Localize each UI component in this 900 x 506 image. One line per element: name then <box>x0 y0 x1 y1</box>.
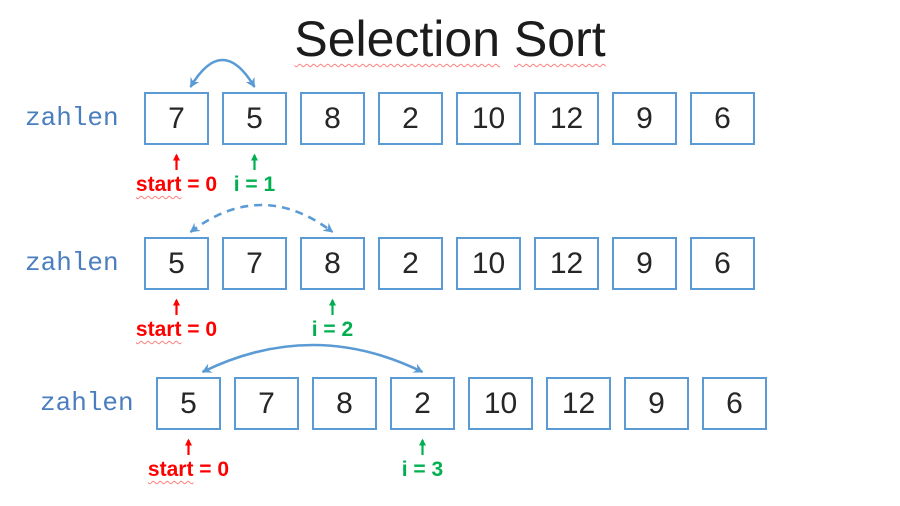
array-cell: 5 <box>222 92 287 145</box>
cell-value: 2 <box>414 386 431 420</box>
cell-value: 10 <box>471 101 506 135</box>
cell-value: 7 <box>246 246 263 280</box>
start-rest: = 0 <box>181 318 218 341</box>
array-cell: 8 <box>300 92 365 145</box>
cell-value: 7 <box>258 386 275 420</box>
array-cell: 7 <box>222 237 287 290</box>
array-cell: 5 <box>156 377 221 430</box>
array-cell: 6 <box>690 92 755 145</box>
cell-value: 5 <box>180 386 197 420</box>
page-title: Selection Sort <box>0 12 900 67</box>
cell-value: 2 <box>402 246 419 280</box>
array-name-label: zahlen <box>40 388 134 418</box>
start-index-label: start = 0 <box>99 458 279 482</box>
cell-value: 9 <box>648 386 665 420</box>
array-cell: 7 <box>144 92 209 145</box>
array-cell: 9 <box>612 237 677 290</box>
array-cell: 10 <box>456 237 521 290</box>
array-cell: 2 <box>378 237 443 290</box>
cell-value: 6 <box>714 101 731 135</box>
array-cell: 2 <box>390 377 455 430</box>
title-word: Selection <box>294 11 501 67</box>
start-rest: = 0 <box>193 458 230 481</box>
array-cell: 9 <box>624 377 689 430</box>
array-cell: 6 <box>690 237 755 290</box>
array-cell: 5 <box>144 237 209 290</box>
cell-value: 6 <box>726 386 743 420</box>
start-rest: = 0 <box>181 173 218 196</box>
array-cell: 9 <box>612 92 677 145</box>
array-cell: 6 <box>702 377 767 430</box>
array-cell: 7 <box>234 377 299 430</box>
array-name-label: zahlen <box>25 103 119 133</box>
array-cell: 10 <box>456 92 521 145</box>
cell-value: 10 <box>471 246 506 280</box>
cell-value: 12 <box>549 101 584 135</box>
cell-value: 8 <box>324 246 341 280</box>
cell-value: 9 <box>636 246 653 280</box>
array-cell: 10 <box>468 377 533 430</box>
start-word: start <box>135 173 182 196</box>
array-cell: 8 <box>312 377 377 430</box>
i-index-label: i = 2 <box>311 318 354 341</box>
cell-value: 9 <box>636 101 653 135</box>
array-cell: 8 <box>300 237 365 290</box>
start-index-label: start = 0 <box>87 173 267 197</box>
start-index-label: start = 0 <box>87 318 267 342</box>
cell-value: 5 <box>168 246 185 280</box>
cell-value: 12 <box>549 246 584 280</box>
swap-arc-row-3 <box>201 343 424 374</box>
cell-value: 8 <box>324 101 341 135</box>
array-cell: 2 <box>378 92 443 145</box>
array-cell: 12 <box>534 237 599 290</box>
start-word: start <box>135 318 182 341</box>
cell-value: 12 <box>561 386 596 420</box>
cell-value: 8 <box>336 386 353 420</box>
i-index-label: i = 1 <box>233 173 276 196</box>
cell-value: 5 <box>246 101 263 135</box>
cell-value: 6 <box>714 246 731 280</box>
array-cell: 12 <box>546 377 611 430</box>
title-word: Sort <box>513 11 606 67</box>
i-index-label: i = 3 <box>401 458 444 481</box>
cell-value: 2 <box>402 101 419 135</box>
cell-value: 10 <box>483 386 518 420</box>
swap-arc-row-2 <box>189 203 334 234</box>
array-name-label: zahlen <box>25 248 119 278</box>
cell-value: 7 <box>168 101 185 135</box>
start-word: start <box>147 458 194 481</box>
array-cell: 12 <box>534 92 599 145</box>
